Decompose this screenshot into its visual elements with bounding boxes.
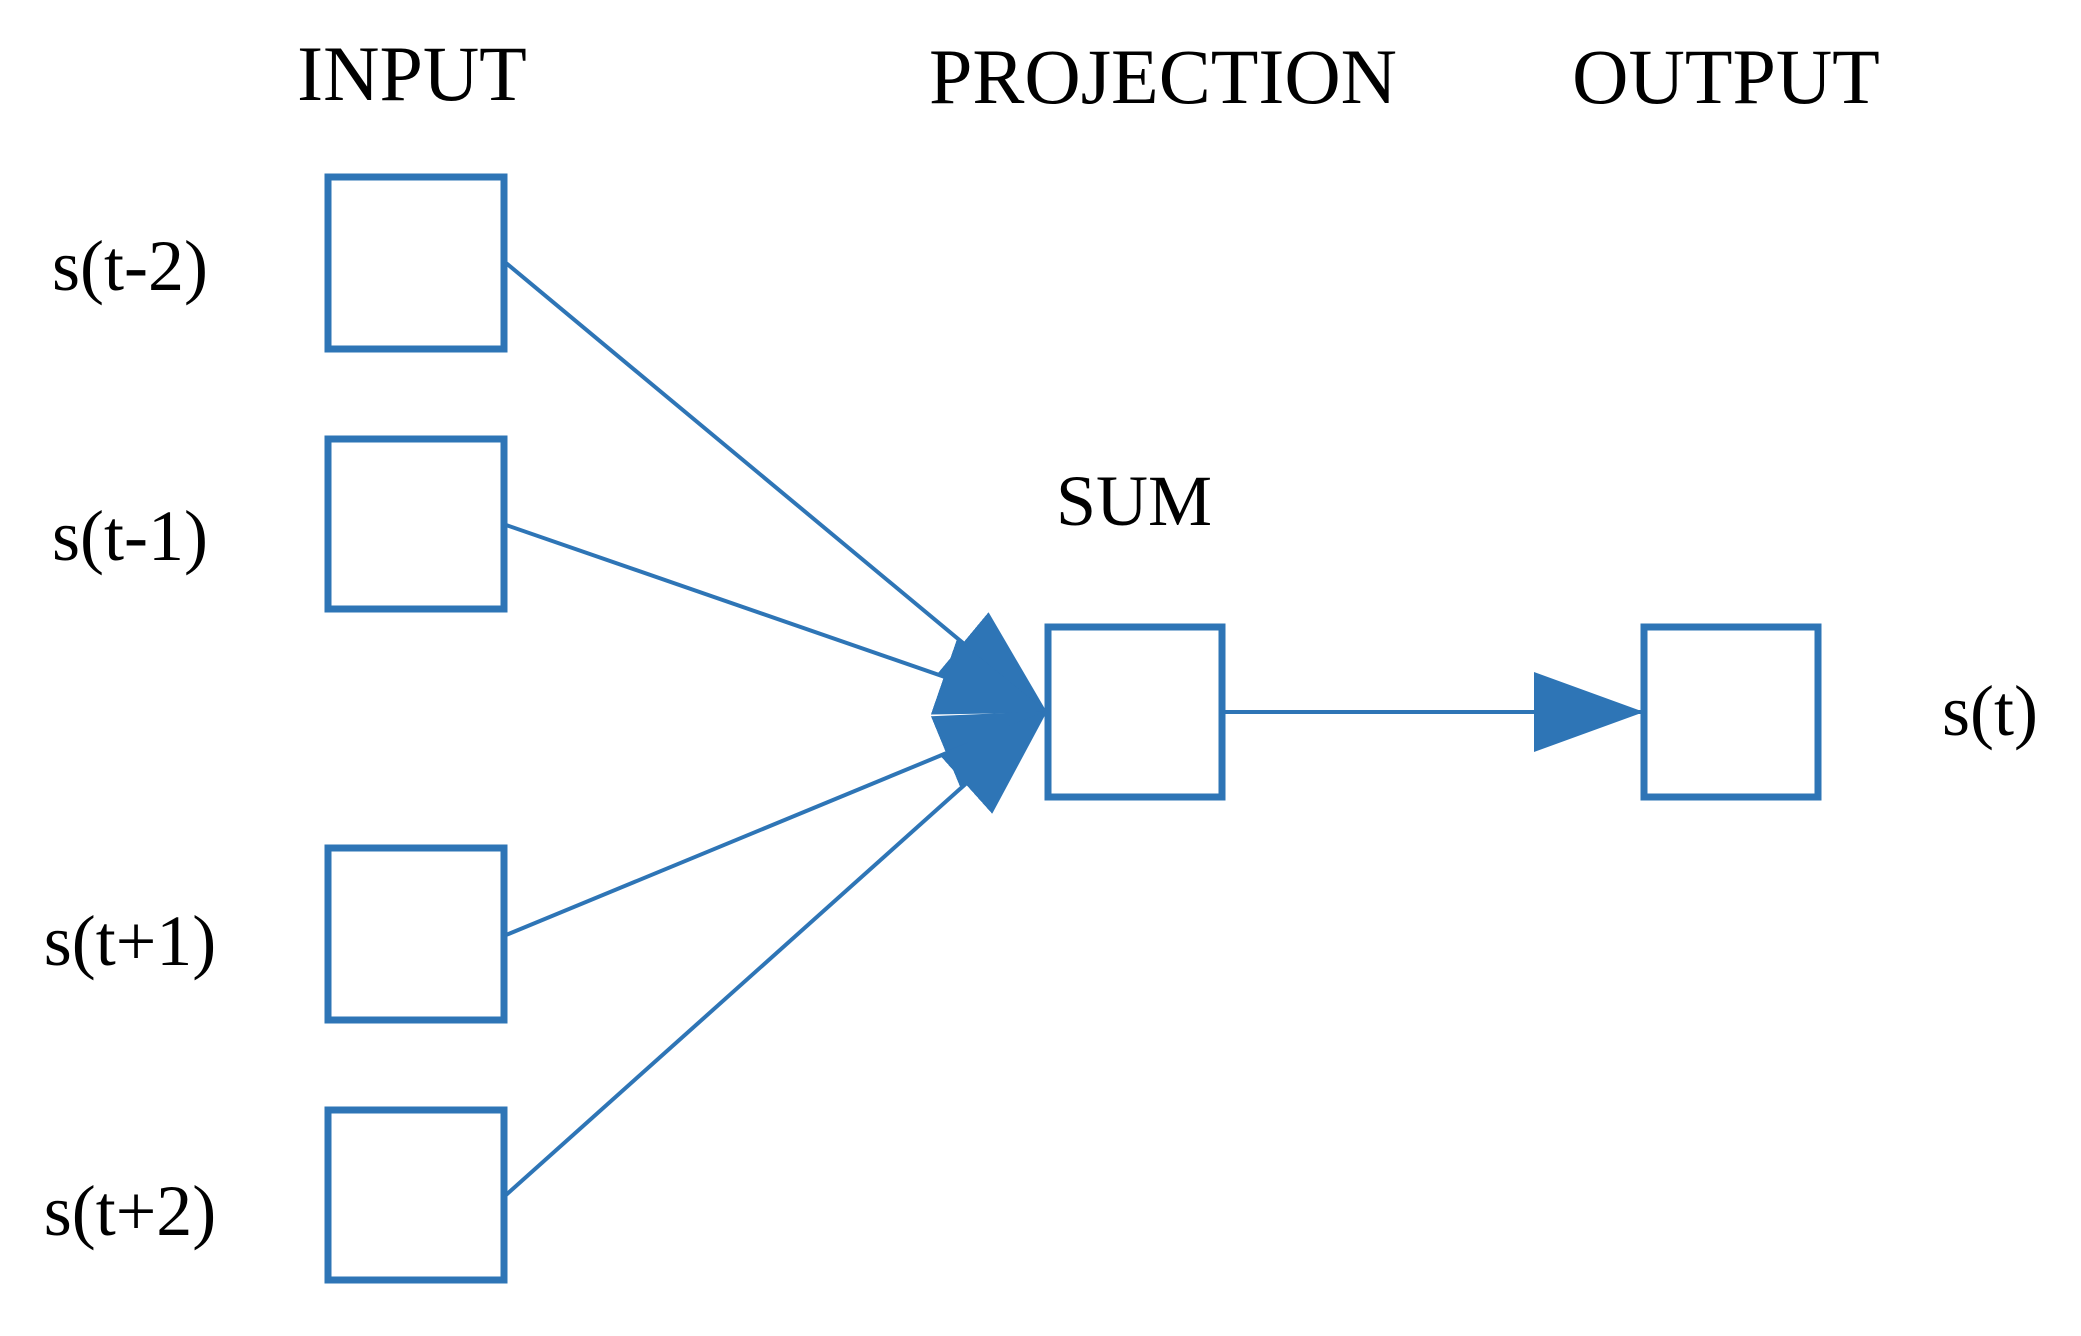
output-node bbox=[1640, 623, 1822, 801]
input-label-t-plus-1: s(t+1) bbox=[44, 901, 217, 981]
sum-node bbox=[1044, 623, 1226, 801]
edge-t-plus-2-to-sum bbox=[504, 710, 1048, 1197]
output-label: s(t) bbox=[1942, 671, 2038, 751]
input-node-t-minus-2 bbox=[324, 173, 508, 353]
input-node-t-minus-1 bbox=[324, 435, 508, 613]
nodes bbox=[324, 173, 1822, 1284]
edge-t-plus-1-to-sum bbox=[505, 710, 1048, 937]
input-label-t-minus-1: s(t-1) bbox=[52, 496, 208, 576]
edge-t-minus-2-to-sum bbox=[504, 261, 1048, 714]
input-header: INPUT bbox=[297, 30, 527, 117]
projection-header: PROJECTION bbox=[929, 33, 1397, 120]
input-label-t-minus-2: s(t-2) bbox=[52, 226, 208, 306]
edge-t-minus-1-to-sum bbox=[505, 523, 1048, 715]
output-header: OUTPUT bbox=[1572, 33, 1880, 120]
input-label-t-plus-2: s(t+2) bbox=[44, 1171, 217, 1251]
edges bbox=[504, 261, 1644, 1197]
input-node-t-plus-1 bbox=[324, 844, 508, 1024]
sum-label: SUM bbox=[1056, 461, 1212, 541]
input-node-t-plus-2 bbox=[324, 1106, 508, 1284]
